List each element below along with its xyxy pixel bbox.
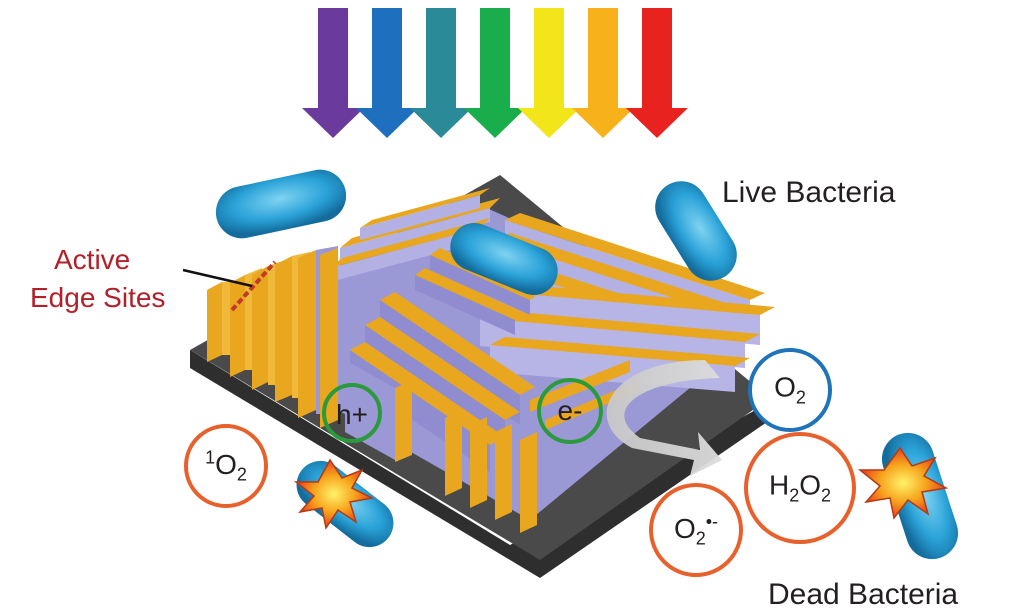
o2-ring [748,348,832,432]
h2o2-label: H2O2 [768,469,832,506]
h2o2-ring [744,432,856,544]
live-bacterium-1 [215,169,347,239]
violet-arrow [302,8,364,138]
green-arrow [464,8,526,138]
active-edge-marker [230,260,277,312]
hole-label: h+ [336,399,368,430]
singlet-oxygen-label: 1O2 [205,449,247,484]
burst-left [293,458,375,530]
dead-bacteria-label: Dead Bacteria [768,578,959,611]
red-arrow [626,8,688,138]
superoxide-label: O2•- [674,513,718,548]
electron-ring [537,378,603,444]
active-label: Active [54,244,131,275]
transfer-arrow [606,360,722,476]
singlet-main: O [215,448,237,480]
h2o2-sub2: 2 [821,485,832,506]
teal-arrow [410,8,472,138]
live-bacterium-2 [655,181,737,281]
superoxide-ring [649,483,743,577]
yellow-arrow [518,8,580,138]
electron-label: e- [557,395,583,426]
live-bacteria-label: Live Bacteria [722,176,896,209]
singlet-oxygen-ring [184,424,268,508]
superoxide-sup: •- [705,511,719,532]
plate-stack-left [207,246,338,428]
orange-arrow [572,8,634,138]
o2-label: O2 [774,371,806,408]
plate-stack-back-middle [330,188,500,282]
plate-front-left-edge [395,380,412,462]
singlet-sub: 2 [236,464,247,485]
o2-sub: 2 [795,387,806,408]
h2o2-o: O [799,469,822,501]
o2-main: O [774,371,796,403]
superoxide-sub: 2 [695,528,706,549]
h2o2-h: H [768,469,790,501]
superoxide-main: O [673,512,696,544]
burst-right [857,446,949,520]
blue-arrow [356,8,418,138]
edge-sites-label: Edge Sites [30,282,166,313]
hole-ring [322,383,382,443]
singlet-sup: 1 [205,447,216,468]
active-edge-pointer [182,268,253,288]
plate-stack-back-right [480,213,775,392]
light-arrows [302,8,688,138]
h2o2-sub1: 2 [789,485,800,506]
live-bacterium-3 [450,223,558,295]
